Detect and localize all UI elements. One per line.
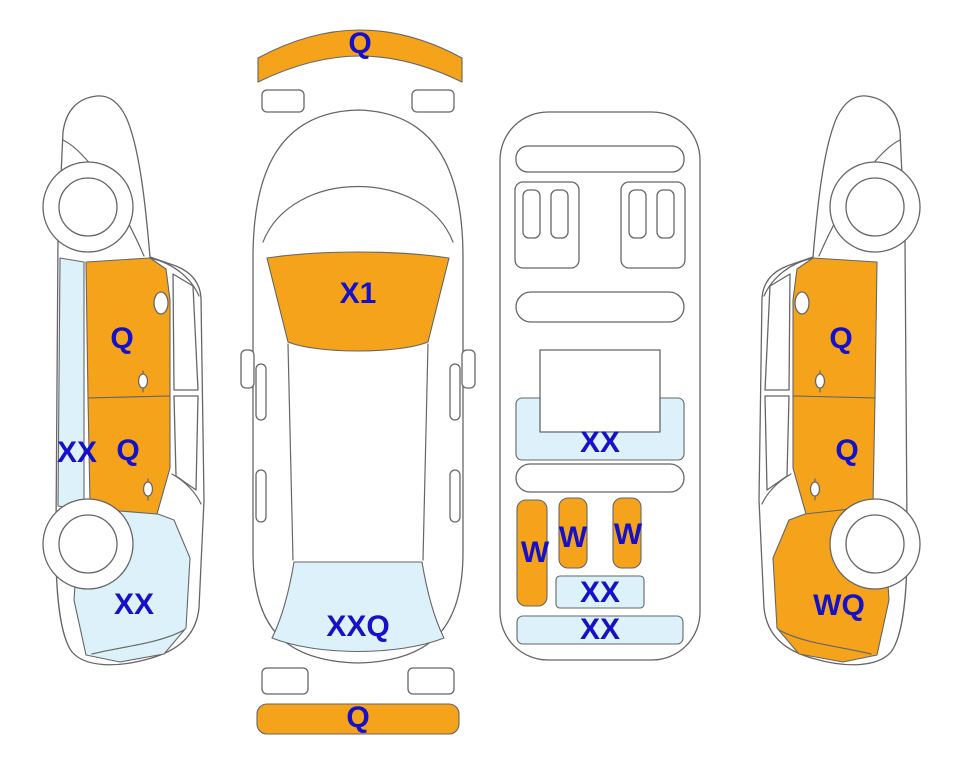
top-front-right-block [411,89,455,113]
right-rear-door-handle-icon [809,478,821,501]
top-view: Q X1 XXQ Q [240,27,476,735]
left-front-door-code: Q [110,322,133,355]
left-side-view: Q Q XX XX [42,95,205,666]
top-roof-right-line [422,343,429,561]
top-hood-line [262,185,454,243]
top-front-left-block [261,89,305,113]
interior-bar-left-panel [516,499,548,607]
left-a-pillar-line [149,257,200,297]
left-rear-door-code: Q [116,434,139,467]
top-front-bumper-code: Q [348,27,371,60]
interior-floor-code: XX [580,426,620,459]
interior-console-box [539,349,661,433]
top-rear-right-block [407,667,455,695]
interior-rear-mat-panel [555,575,645,609]
top-roof-left-line [287,343,294,561]
right-c-pillar-line [761,473,792,505]
interior-bottom-mat-code: XX [580,613,620,646]
left-sill-code: XX [57,436,97,469]
right-rear-line [778,629,872,655]
left-mirror [153,291,169,315]
top-rear-bumper-code: Q [346,701,369,734]
interior-front-seat-right-slot-1 [628,189,647,239]
interior-bottom-mat-panel [516,615,684,645]
interior-front-seat-left-slot-2 [550,189,569,239]
top-right-mirror [461,349,476,389]
interior-mid-bench [515,291,685,323]
left-rear-window [173,395,199,491]
interior-bar-right-code: W [614,518,643,551]
interior-bar-right-panel [612,497,642,569]
left-front-window [172,273,199,391]
top-rear-window-code: XXQ [326,610,389,643]
right-front-door-code: Q [829,322,852,355]
top-windshield-code: X1 [340,277,377,310]
right-rear-fender-code: WQ [813,589,865,622]
interior-front-seat-right-slot-2 [656,189,675,239]
right-front-rim [845,177,905,237]
interior-bar-mid-code: W [559,521,588,554]
left-rear-rim [58,514,118,574]
top-rear-window-panel [271,561,445,653]
right-rear-window [764,395,790,491]
left-rear-door-handle-icon [142,478,154,501]
top-car-body [252,109,464,664]
right-front-door-handle-icon [814,370,826,393]
left-c-pillar-line [171,473,202,505]
right-front-window [764,273,791,391]
top-left-mirror [240,349,255,389]
right-rear-door-code: Q [835,434,858,467]
interior-bar-left-code: W [521,536,550,569]
right-mirror [794,291,810,315]
left-front-rim [58,177,118,237]
right-a-pillar-line [763,257,814,297]
interior-rear-bench [515,463,685,493]
top-windshield-panel [266,251,450,352]
top-rear-bumper-panel [256,703,460,735]
interior-dashboard [515,145,685,173]
top-right-rear-door-slot [449,469,461,523]
left-rear-fender-code: XX [114,588,154,621]
left-sill-panel [57,257,85,511]
left-front-door-handle-icon [137,370,149,393]
left-rear-line [91,629,185,655]
interior-bar-mid-panel [558,497,588,569]
right-rear-door-panel [792,395,876,515]
interior-rear-mat-code: XX [580,576,620,609]
top-left-rear-door-slot [255,469,267,523]
right-side-view: Q Q WQ [758,95,921,666]
right-rear-rim [845,514,905,574]
top-front-bumper-panel [257,29,463,83]
interior-view: XX W W W XX XX [499,111,701,661]
top-right-front-door-slot [449,363,461,421]
interior-front-seat-left-slot-1 [522,189,541,239]
top-left-front-door-slot [255,363,267,421]
top-rear-left-block [261,667,309,695]
